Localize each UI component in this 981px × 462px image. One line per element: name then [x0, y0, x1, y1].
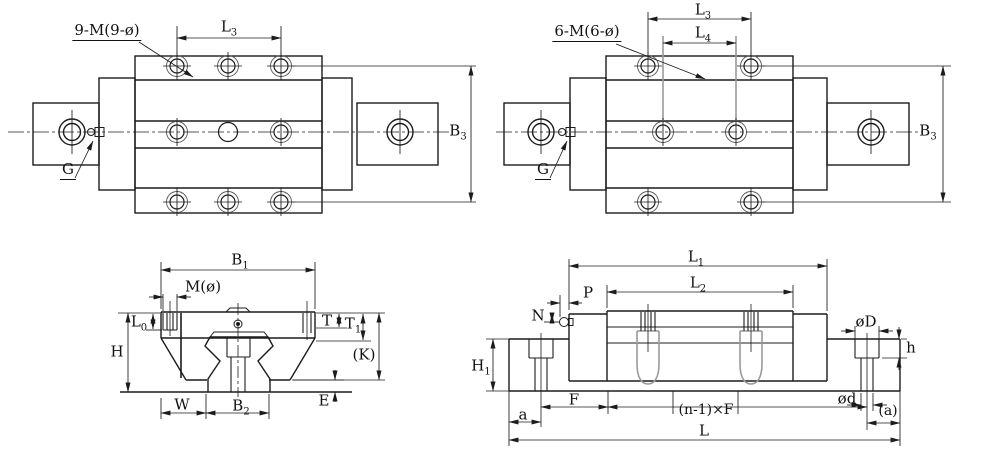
- mount-hole: [163, 188, 191, 216]
- view-top-plan-6hole: [496, 12, 951, 216]
- grease-leader: [549, 140, 568, 179]
- dim-label-l: L: [699, 421, 709, 440]
- mount-hole: [214, 52, 242, 80]
- dim-label-h-small: h: [906, 338, 916, 357]
- dim-label-h1: H1: [471, 356, 491, 378]
- dim-label-dia-d-small: ød: [837, 389, 857, 408]
- dimension-lines: [118, 262, 385, 419]
- flange-thread-hole: [162, 313, 178, 331]
- dim-label-n: N: [531, 306, 545, 325]
- block-right-cap: [792, 77, 828, 191]
- dim-label-dia-d-big: øD: [855, 312, 877, 331]
- dim-label-a-paren: (a): [878, 403, 898, 419]
- mount-hole: [737, 188, 765, 216]
- block-side: [568, 310, 828, 382]
- l4-extension-lines: [662, 36, 737, 122]
- dim-label-f: F: [568, 390, 580, 409]
- dim-label-l1: L1: [687, 247, 705, 269]
- dim-label-n1f: (n-1)×F: [678, 402, 734, 418]
- dim-label-p: P: [582, 283, 594, 302]
- dimension-lines: [486, 259, 907, 446]
- mount-hole: [737, 52, 765, 80]
- rail-right-end: [826, 102, 910, 166]
- grease-leader: [74, 140, 94, 179]
- thread-note-label: 6-M(6-ø): [552, 22, 622, 42]
- mount-hole: [267, 52, 295, 80]
- grease-nipple-icon: [559, 317, 574, 327]
- dim-label-l3: L3: [694, 0, 712, 22]
- dim-label-t1: T1: [344, 314, 362, 336]
- grease-port-label: G: [535, 160, 551, 180]
- dim-label-b3: B3: [449, 121, 467, 143]
- rail-side: [508, 338, 901, 392]
- rail-right-end: [356, 102, 439, 166]
- view-side-elevation: [486, 259, 907, 446]
- block-right-cap: [321, 77, 353, 191]
- dim-label-h: H: [110, 342, 124, 361]
- hidden-rail-holes: [636, 330, 763, 385]
- mount-hole: [163, 52, 191, 80]
- rail-left-end: [32, 102, 100, 166]
- dim-label-l4: L4: [694, 23, 712, 45]
- dim-label-m: M(ø): [184, 277, 222, 296]
- dim-label-b3: B3: [919, 121, 937, 143]
- dim-label-e: E: [318, 391, 330, 410]
- rail-profile: [204, 336, 274, 392]
- thread-note-leader: [138, 41, 194, 78]
- dim-label-k: (K): [352, 345, 376, 364]
- view-cross-section: [118, 262, 385, 419]
- dim-label-l3: L3: [220, 17, 238, 39]
- dim-label-w: W: [174, 395, 190, 414]
- dim-label-b1: B1: [231, 250, 249, 272]
- dim-label-t: T: [321, 311, 333, 330]
- block-plate: [134, 55, 323, 214]
- grease-port-label: G: [60, 160, 76, 180]
- flange-thread-hole: [302, 313, 312, 333]
- view-top-plan-9hole: [8, 26, 476, 216]
- mount-hole: [267, 188, 295, 216]
- mount-hole: [214, 188, 242, 216]
- block-plate: [605, 55, 794, 214]
- dim-label-l2: L2: [689, 273, 707, 295]
- dimension-lines: [74, 26, 476, 203]
- thread-note-leader: [615, 43, 706, 80]
- dimension-lines: [549, 12, 951, 203]
- mount-hole: [634, 188, 662, 216]
- dim-label-l0: L0: [130, 312, 148, 334]
- dim-label-a: a: [518, 405, 528, 424]
- thread-note-label: 9-M(9-ø): [72, 21, 142, 41]
- dim-label-b2: B2: [232, 396, 250, 418]
